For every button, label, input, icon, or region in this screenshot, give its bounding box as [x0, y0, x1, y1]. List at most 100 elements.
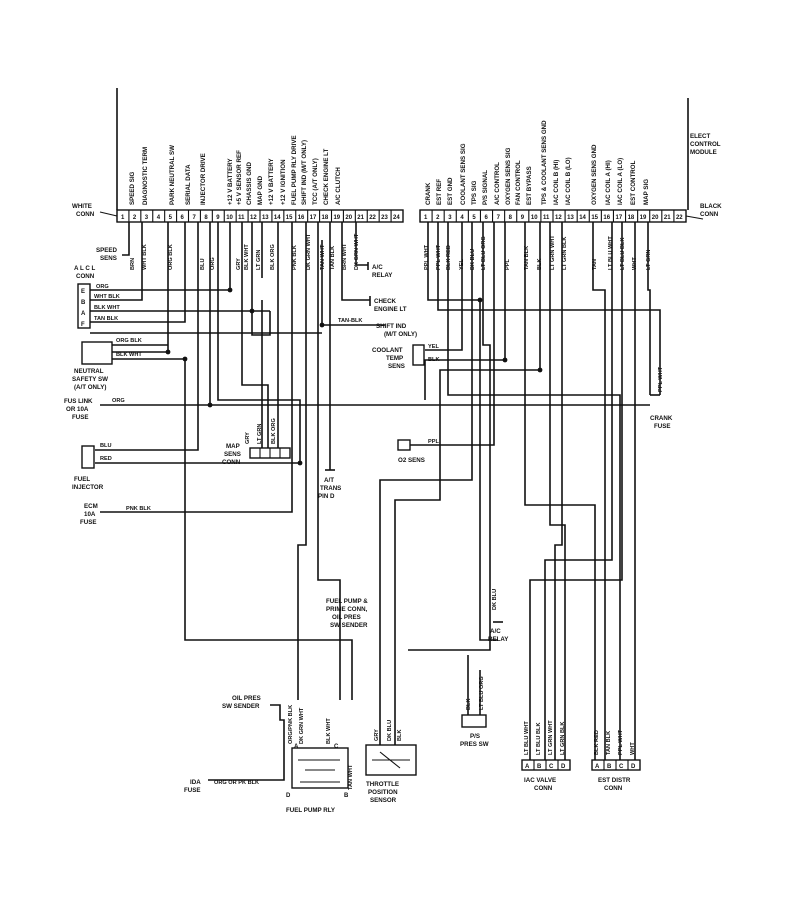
white-pin-number: 9 — [216, 215, 220, 221]
white-wire-color: TAN WHT — [320, 244, 326, 270]
black-pin-number: 18 — [628, 215, 635, 221]
coolant-temp-sensor: COOLANT TEMP SENS YEL BLK — [372, 344, 440, 370]
ac-relay-top-label-2: RELAY — [372, 272, 393, 279]
white-pin-number: 7 — [192, 215, 196, 221]
injector-label-1: FUEL — [74, 476, 90, 483]
white-pin-number: 10 — [226, 215, 233, 221]
black-pin-number: 22 — [676, 215, 683, 221]
ecm-fuse-label-3: FUSE — [80, 519, 97, 526]
speed-sens-label-1: SPEED — [96, 247, 118, 254]
iac-label-1: IAC VALVE — [524, 777, 556, 784]
relay-pin-b: B — [344, 793, 349, 799]
black-wire-color: PPL WHT — [424, 244, 430, 270]
iac-pin-c: C — [549, 764, 554, 770]
black-pin-function: IAC COIL B (LO) — [565, 157, 572, 205]
black-pin-number: 1 — [424, 215, 428, 221]
ps-label-1: P/S — [470, 733, 480, 740]
coolant-wire-blk: BLK — [428, 357, 440, 363]
white-pin-number: 20 — [345, 215, 352, 221]
black-side-wiring — [379, 222, 661, 760]
ida-fuse: IDA FUSE ORG OR PK BLK — [184, 779, 259, 794]
est-wire-2: TAN BLK — [606, 731, 612, 755]
ps-wire-blk: BLK — [466, 699, 472, 711]
white-wire-color: BRN — [130, 258, 136, 270]
white-pin-function: +12 V IGNITION — [280, 159, 287, 205]
white-pin-number: 24 — [393, 215, 400, 221]
white-pin-number: 11 — [238, 215, 245, 221]
iac-valve-connector: A B C D LT BLU WHT LT BLU BLK LT GRN WHT… — [521, 720, 571, 792]
injector-wire-blu: BLU — [100, 443, 112, 449]
black-pin-number: 4 — [460, 215, 464, 221]
white-pin-function: PARK NEUTRAL SW — [169, 145, 176, 205]
black-pin-number: 5 — [472, 215, 476, 221]
iac-pin-b: B — [537, 764, 542, 770]
black-pin-function: OXYGEN SENS SIG — [505, 147, 512, 205]
fuel-pump-rly-label: FUEL PUMP RLY — [286, 807, 336, 814]
module-title-line-1: ELECT — [690, 133, 711, 140]
ecm-fuse-label-2: 10A — [84, 511, 96, 518]
o2-wire: PPL — [428, 439, 439, 445]
shift-indicator: TAN-BLK SHIFT IND (M/T ONLY) — [338, 318, 417, 338]
black-pin-number: 2 — [436, 215, 440, 221]
black-conn-label-2: CONN — [700, 211, 719, 218]
map-label-1: MAP — [226, 443, 240, 450]
shift-ind-label-1: SHIFT IND — [376, 323, 407, 330]
white-pin-function: FUEL PUMP RLY DRIVE — [291, 135, 298, 205]
tps-label-3: SENSOR — [370, 797, 397, 804]
white-wire-color: BLK ORG — [270, 244, 276, 270]
black-pin-function: MAP SIG — [643, 179, 650, 205]
ida-fuse-wire: ORG OR PK BLK — [214, 780, 259, 786]
ps-wire-lt-blu-org: LT BLU ORG — [479, 676, 485, 710]
black-pin-function: OXYGEN SENS GND — [591, 144, 598, 205]
white-wire-color: LT GRN — [256, 250, 262, 270]
white-pin-number: 1 — [121, 215, 125, 221]
white-pin-number: 6 — [181, 215, 185, 221]
map-wire-lt-grn: LT GRN — [257, 424, 263, 444]
white-wire-color: DK GRN WHT — [354, 233, 360, 270]
ida-fuse-label-2: FUSE — [184, 787, 201, 794]
black-pin-number: 21 — [664, 215, 671, 221]
relay-wire-blk-wht: BLK WHT — [326, 718, 332, 744]
coolant-label-2: TEMP — [386, 355, 403, 362]
est-distributor-connector: A B C D BLK RED TAN BLK PPL WHT WHT EST … — [591, 729, 641, 792]
fuel-pump-prime-conn: FUEL PUMP & PRIME CONN, OIL PRES SW SEND… — [326, 598, 368, 629]
ac-relay-top-label-1: A/C — [372, 264, 383, 271]
injector-wire-red: RED — [100, 456, 112, 462]
black-wire-color: PPL — [505, 259, 511, 270]
black-wire-color: DK BLU — [470, 249, 476, 270]
black-wire-color: BLK RED — [446, 245, 452, 270]
black-pin-number: 19 — [640, 215, 647, 221]
white-pin-function: SHIFT IND (M/T ONLY) — [301, 140, 308, 205]
white-pin-number: 8 — [204, 215, 208, 221]
black-pin-function: EST GND — [447, 177, 454, 205]
white-wire-color: ORG BLK — [168, 244, 174, 270]
white-pin-number: 14 — [274, 215, 281, 221]
alcl-label-1: A L C L — [74, 265, 96, 272]
white-pin-number: 3 — [145, 215, 149, 221]
est-wire-3: PPL WHT — [618, 729, 624, 755]
oxygen-sensor: PPL O2 SENS — [397, 439, 439, 464]
alcl-pin-e: E — [81, 289, 85, 295]
black-pin-function: IAC COIL A (LO) — [617, 158, 624, 205]
relay-pin-a: A — [294, 744, 299, 750]
black-pin-number: 16 — [603, 215, 610, 221]
tps-wire-blk: BLK — [397, 730, 403, 742]
est-label-1: EST DISTR — [598, 777, 631, 784]
black-pin-function: FAN CONTROL — [515, 160, 522, 205]
ecm-module: ELECT CONTROL MODULE WHITE CONN BLACK CO… — [72, 88, 722, 270]
alcl-pin-f: F — [81, 322, 85, 328]
map-label-2: SENS — [224, 451, 241, 458]
black-pin-number: 7 — [497, 215, 501, 221]
alcl-wire-blk-wht: BLK WHT — [94, 305, 120, 311]
black-pin-number: 6 — [485, 215, 489, 221]
black-pin-function: IAC COIL A (HI) — [605, 160, 612, 205]
white-wire-color: PNK BLK — [292, 245, 298, 270]
black-wire-color: PPL WHT — [436, 244, 442, 270]
iac-wire-3: LT GRN WHT — [548, 720, 554, 755]
white-pin-function: +5 V SENSOR REF — [236, 150, 243, 205]
coolant-label-1: COOLANT — [372, 347, 403, 354]
check-engine-label-1: CHECK — [374, 298, 397, 305]
oil-pres-label-2: SW SENDER — [222, 703, 260, 710]
at-trans-label-1: A/T — [324, 477, 334, 484]
